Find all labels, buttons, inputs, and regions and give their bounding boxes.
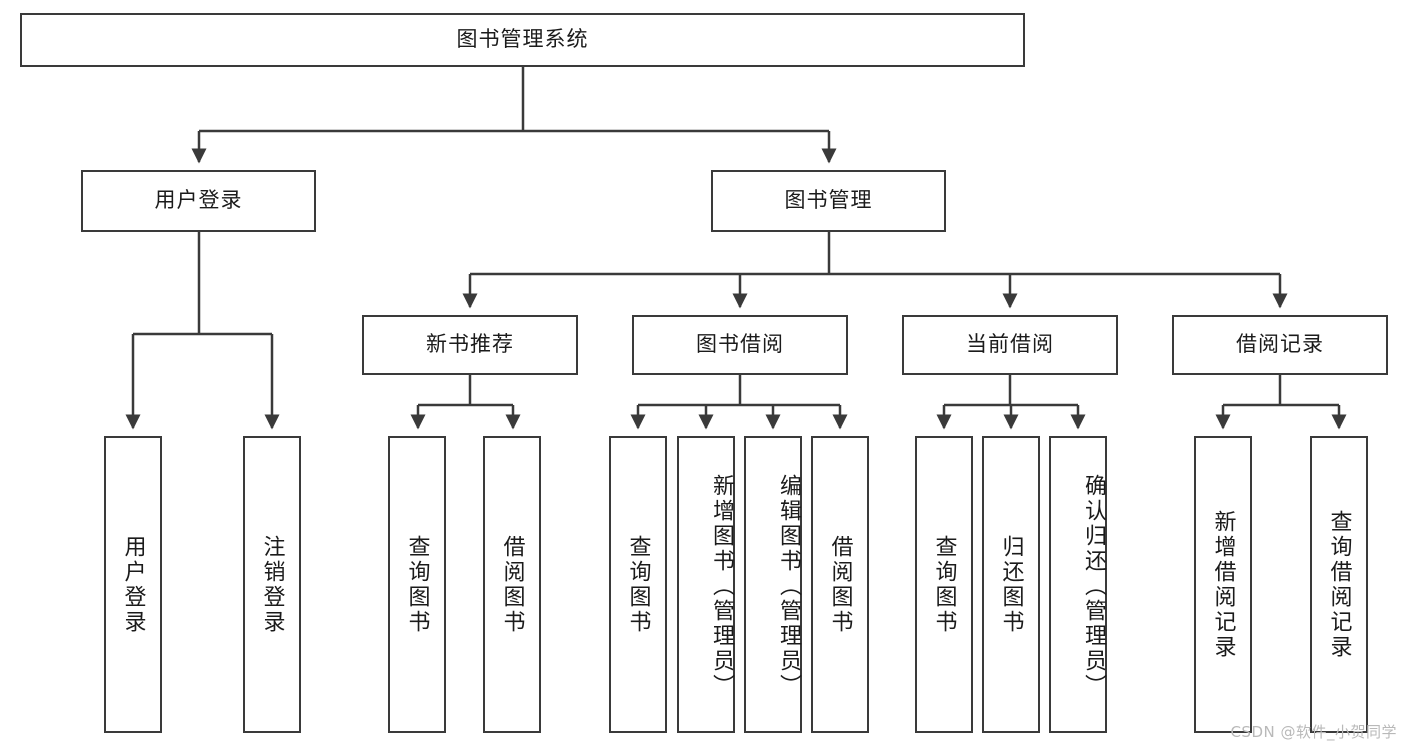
- node-book-borrow-label: 图书借阅: [696, 332, 784, 357]
- node-new-book-recommend[interactable]: 新书推荐: [362, 315, 578, 375]
- leaf-edit-book-label: 编辑图书（管理员）: [776, 474, 801, 699]
- leaf-query-book-2-label: 查询图书: [625, 534, 651, 635]
- node-current-borrow-label: 当前借阅: [966, 332, 1054, 357]
- leaf-confirm-return[interactable]: 确认归还（管理员）: [1049, 436, 1107, 733]
- node-current-borrow[interactable]: 当前借阅: [902, 315, 1118, 375]
- leaf-query-book-1-label: 查询图书: [404, 534, 430, 635]
- leaf-query-book-2[interactable]: 查询图书: [609, 436, 667, 733]
- leaf-query-record[interactable]: 查询借阅记录: [1310, 436, 1368, 733]
- leaf-user-login[interactable]: 用户登录: [104, 436, 162, 733]
- leaf-add-book[interactable]: 新增图书（管理员）: [677, 436, 735, 733]
- leaf-query-record-label: 查询借阅记录: [1326, 509, 1352, 660]
- node-borrow-record-label: 借阅记录: [1236, 332, 1324, 357]
- node-root[interactable]: 图书管理系统: [20, 13, 1025, 67]
- leaf-user-login-label: 用户登录: [120, 534, 146, 635]
- node-book-manage[interactable]: 图书管理: [711, 170, 946, 232]
- leaf-return-book[interactable]: 归还图书: [982, 436, 1040, 733]
- leaf-query-book-3[interactable]: 查询图书: [915, 436, 973, 733]
- node-user-login[interactable]: 用户登录: [81, 170, 316, 232]
- leaf-borrow-book-1[interactable]: 借阅图书: [483, 436, 541, 733]
- node-borrow-record[interactable]: 借阅记录: [1172, 315, 1388, 375]
- leaf-add-record[interactable]: 新增借阅记录: [1194, 436, 1252, 733]
- leaf-add-record-label: 新增借阅记录: [1210, 509, 1236, 660]
- node-root-label: 图书管理系统: [456, 27, 589, 52]
- node-book-borrow[interactable]: 图书借阅: [632, 315, 848, 375]
- leaf-return-book-label: 归还图书: [998, 534, 1024, 635]
- leaf-query-book-1[interactable]: 查询图书: [388, 436, 446, 733]
- leaf-user-logout[interactable]: 注销登录: [243, 436, 301, 733]
- leaf-borrow-book-2[interactable]: 借阅图书: [811, 436, 869, 733]
- leaf-edit-book[interactable]: 编辑图书（管理员）: [744, 436, 802, 733]
- watermark: CSDN @软件_小贺同学: [1230, 723, 1397, 741]
- leaf-borrow-book-2-label: 借阅图书: [827, 534, 853, 635]
- leaf-add-book-label: 新增图书（管理员）: [709, 474, 734, 699]
- leaf-borrow-book-1-label: 借阅图书: [499, 534, 525, 635]
- leaf-query-book-3-label: 查询图书: [931, 534, 957, 635]
- node-new-book-recommend-label: 新书推荐: [426, 332, 514, 357]
- node-book-manage-label: 图书管理: [784, 188, 873, 213]
- leaf-user-logout-label: 注销登录: [259, 534, 285, 635]
- leaf-confirm-return-label: 确认归还（管理员）: [1081, 474, 1106, 699]
- node-user-login-label: 用户登录: [154, 188, 243, 213]
